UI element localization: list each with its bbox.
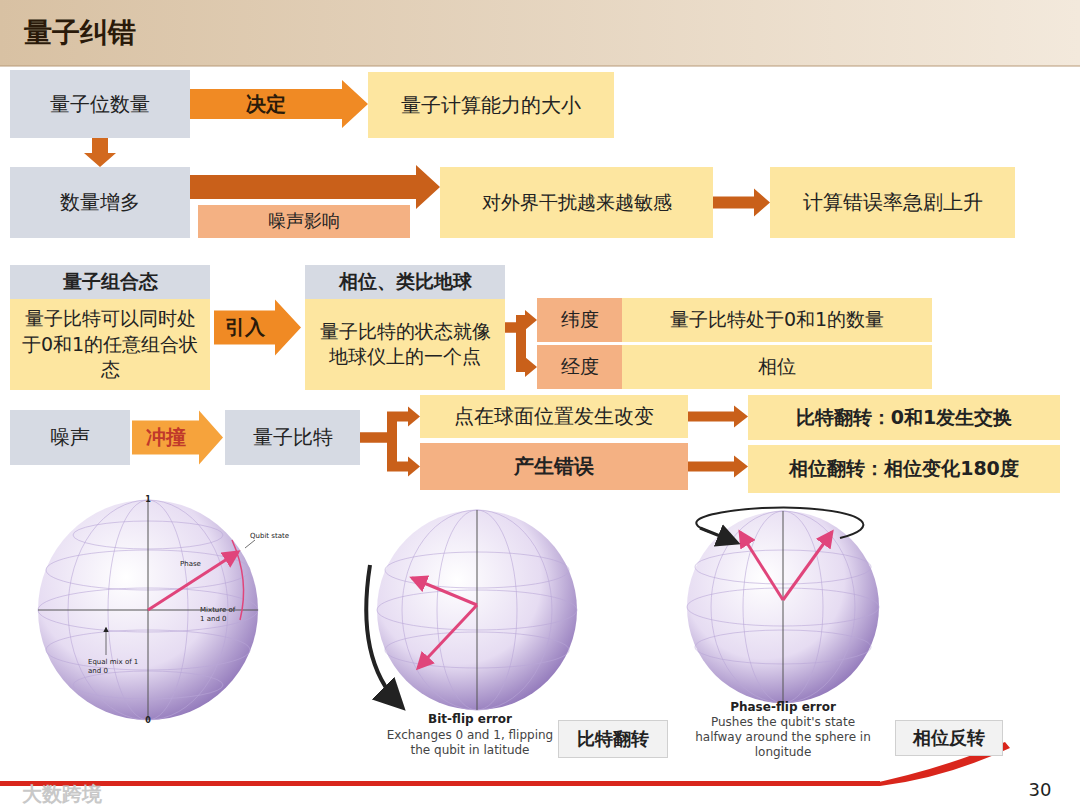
box-text: 计算错误率急剧上升 bbox=[770, 186, 1015, 219]
process-box: 噪声影响 bbox=[198, 205, 410, 238]
edge-label: 引入 bbox=[223, 314, 267, 341]
figure-label: Mixture of 1 and 0 bbox=[200, 606, 240, 624]
edge-label: 冲撞 bbox=[144, 424, 188, 451]
box-text: 相位反转 bbox=[896, 723, 1002, 753]
arrow-head bbox=[408, 457, 420, 477]
box-text: 纬度 bbox=[537, 304, 622, 336]
phase-flip-sphere bbox=[687, 507, 879, 703]
block-arrow bbox=[190, 80, 368, 128]
arrow-head bbox=[525, 357, 537, 377]
figure-label: 1 bbox=[145, 495, 151, 505]
figure-label: 0 bbox=[145, 716, 151, 726]
process-box: 数量增多 bbox=[10, 167, 190, 238]
box-text: 产生错误 bbox=[420, 450, 688, 483]
connector bbox=[360, 438, 408, 467]
process-box: 相位反转 bbox=[895, 720, 1003, 756]
arrow-head bbox=[525, 310, 537, 330]
box-text: 相位 bbox=[622, 351, 932, 383]
block-arrow bbox=[713, 189, 770, 217]
process-box: 比特翻转 bbox=[558, 720, 668, 758]
box-text: 对外界干扰越来越敏感 bbox=[440, 187, 713, 219]
process-box: 量子比特处于0和1的数量 bbox=[622, 298, 932, 342]
process-box: 计算错误率急剧上升 bbox=[770, 167, 1015, 238]
figure-label: Qubit state bbox=[250, 532, 289, 541]
box-text: 量子比特的状态就像地球仪上的一个点 bbox=[305, 299, 505, 390]
figure-label: Phase-flip error bbox=[730, 700, 836, 715]
header-rule bbox=[0, 66, 1080, 67]
page-title: 量子纠错 bbox=[24, 14, 136, 52]
box-text: 数量增多 bbox=[10, 186, 190, 219]
box-text: 点在球面位置发生改变 bbox=[420, 400, 688, 433]
connector bbox=[505, 328, 525, 368]
block-arrow bbox=[132, 411, 223, 465]
box-text: 比特翻转 bbox=[559, 724, 667, 754]
block-arrow bbox=[190, 165, 440, 209]
watermark: 大数跨境 bbox=[22, 782, 102, 807]
figure-label: Equal mix of 1 and 0 bbox=[88, 658, 143, 676]
box-text: 噪声影响 bbox=[198, 206, 410, 236]
figure-label: Pushes the qubit's state halfway around … bbox=[688, 715, 878, 760]
box-heading: 量子组合态 bbox=[10, 265, 210, 299]
box-text: 量子位数量 bbox=[10, 88, 190, 121]
process-box: 量子计算能力的大小 bbox=[368, 72, 614, 138]
arrow-head bbox=[408, 407, 420, 427]
edge-label: 决定 bbox=[244, 91, 288, 118]
box-heading: 相位、类比地球 bbox=[305, 265, 505, 299]
box-text: 量子计算能力的大小 bbox=[368, 89, 614, 122]
process-box: 产生错误 bbox=[420, 443, 688, 490]
figure-label: Exchanges 0 and 1, flipping the qubit in… bbox=[383, 728, 558, 758]
titled-box: 量子组合态量子比特可以同时处于0和1的任意组合状态 bbox=[10, 265, 210, 390]
block-arrow bbox=[214, 300, 301, 356]
block-arrow bbox=[688, 406, 748, 428]
process-box: 经度 bbox=[537, 345, 622, 389]
figure-label: Bit-flip error bbox=[428, 712, 512, 727]
box-text: 量子比特处于0和1的数量 bbox=[622, 304, 932, 336]
titled-box: 相位、类比地球量子比特的状态就像地球仪上的一个点 bbox=[305, 265, 505, 390]
page-number: 30 bbox=[1029, 779, 1052, 802]
bit-flip-sphere bbox=[366, 510, 577, 710]
header-band bbox=[0, 0, 1080, 66]
process-box: 量子比特 bbox=[225, 410, 360, 465]
process-box: 点在球面位置发生改变 bbox=[420, 395, 688, 438]
box-text: 经度 bbox=[537, 351, 622, 383]
box-text: 量子比特 bbox=[225, 421, 360, 454]
box-text: 相位翻转：相位变化180度 bbox=[748, 453, 1060, 485]
process-box: 相位 bbox=[622, 345, 932, 389]
block-arrow bbox=[688, 456, 748, 478]
process-box: 量子位数量 bbox=[10, 70, 190, 138]
process-box: 相位翻转：相位变化180度 bbox=[748, 445, 1060, 493]
process-box: 纬度 bbox=[537, 298, 622, 342]
bloch-sphere bbox=[38, 500, 258, 720]
process-box: 比特翻转：0和1发生交换 bbox=[748, 395, 1060, 440]
process-box: 噪声 bbox=[10, 410, 130, 465]
figure-label: Phase bbox=[180, 560, 201, 569]
box-text: 量子比特可以同时处于0和1的任意组合状态 bbox=[10, 299, 210, 390]
block-arrow bbox=[84, 138, 116, 167]
box-text: 比特翻转：0和1发生交换 bbox=[748, 402, 1060, 434]
process-box: 对外界干扰越来越敏感 bbox=[440, 167, 713, 238]
box-text: 噪声 bbox=[10, 421, 130, 454]
